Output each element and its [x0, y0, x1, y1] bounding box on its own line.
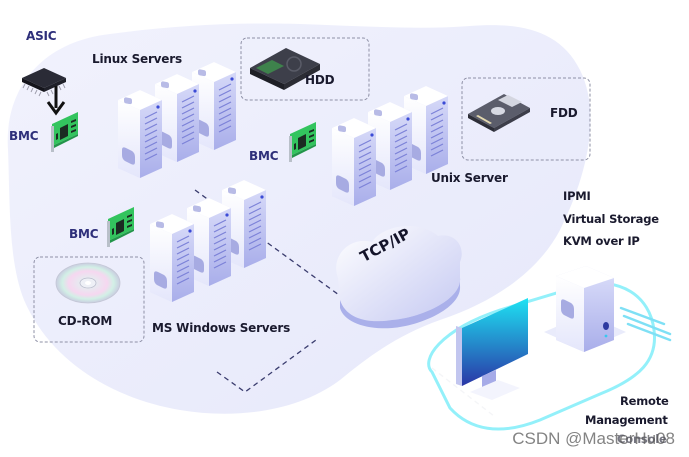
ms-windows-servers-label: MS Windows Servers — [152, 321, 291, 335]
speed-lines — [619, 306, 672, 342]
unix-server-label: Unix Server — [431, 171, 508, 185]
feature-kvm-over-ip: KVM over IP — [563, 234, 640, 248]
feature-virtual-storage: Virtual Storage — [563, 212, 659, 226]
remote-console-line-3: Console — [617, 432, 667, 446]
hdd-label: HDD — [305, 73, 335, 87]
server-tower-icon — [117, 89, 163, 179]
hdd-box — [240, 37, 370, 101]
link-windows-tcpip — [216, 339, 317, 393]
bmc-label-bottom: BMC — [69, 227, 99, 241]
hdd-icon — [250, 48, 320, 90]
remote-console-line-2: Management — [585, 413, 668, 427]
asic-label: ASIC — [26, 29, 57, 43]
fdd-box — [461, 77, 591, 161]
cd-rom-label: CD-ROM — [58, 314, 113, 328]
asic-chip-icon — [22, 68, 66, 97]
monitor-icon — [456, 298, 528, 400]
pc-tower-icon — [544, 266, 626, 352]
watermark: CSDN @MasterHu08 — [512, 429, 675, 448]
server-tower-icon — [331, 117, 377, 207]
cd-rom-icon — [55, 262, 121, 304]
remote-console-line-1: Remote — [620, 394, 669, 408]
feature-ipmi: IPMI — [563, 189, 591, 203]
fdd-label: FDD — [550, 106, 578, 120]
floppy-disk-icon — [468, 94, 530, 132]
cloud-icon — [336, 225, 462, 329]
bmc-label-top: BMC — [9, 129, 39, 143]
arrow-down-icon — [46, 86, 66, 116]
linux-servers-label: Linux Servers — [92, 52, 182, 66]
bmc-label-middle: BMC — [249, 149, 279, 163]
server-tower-icon — [149, 213, 195, 303]
